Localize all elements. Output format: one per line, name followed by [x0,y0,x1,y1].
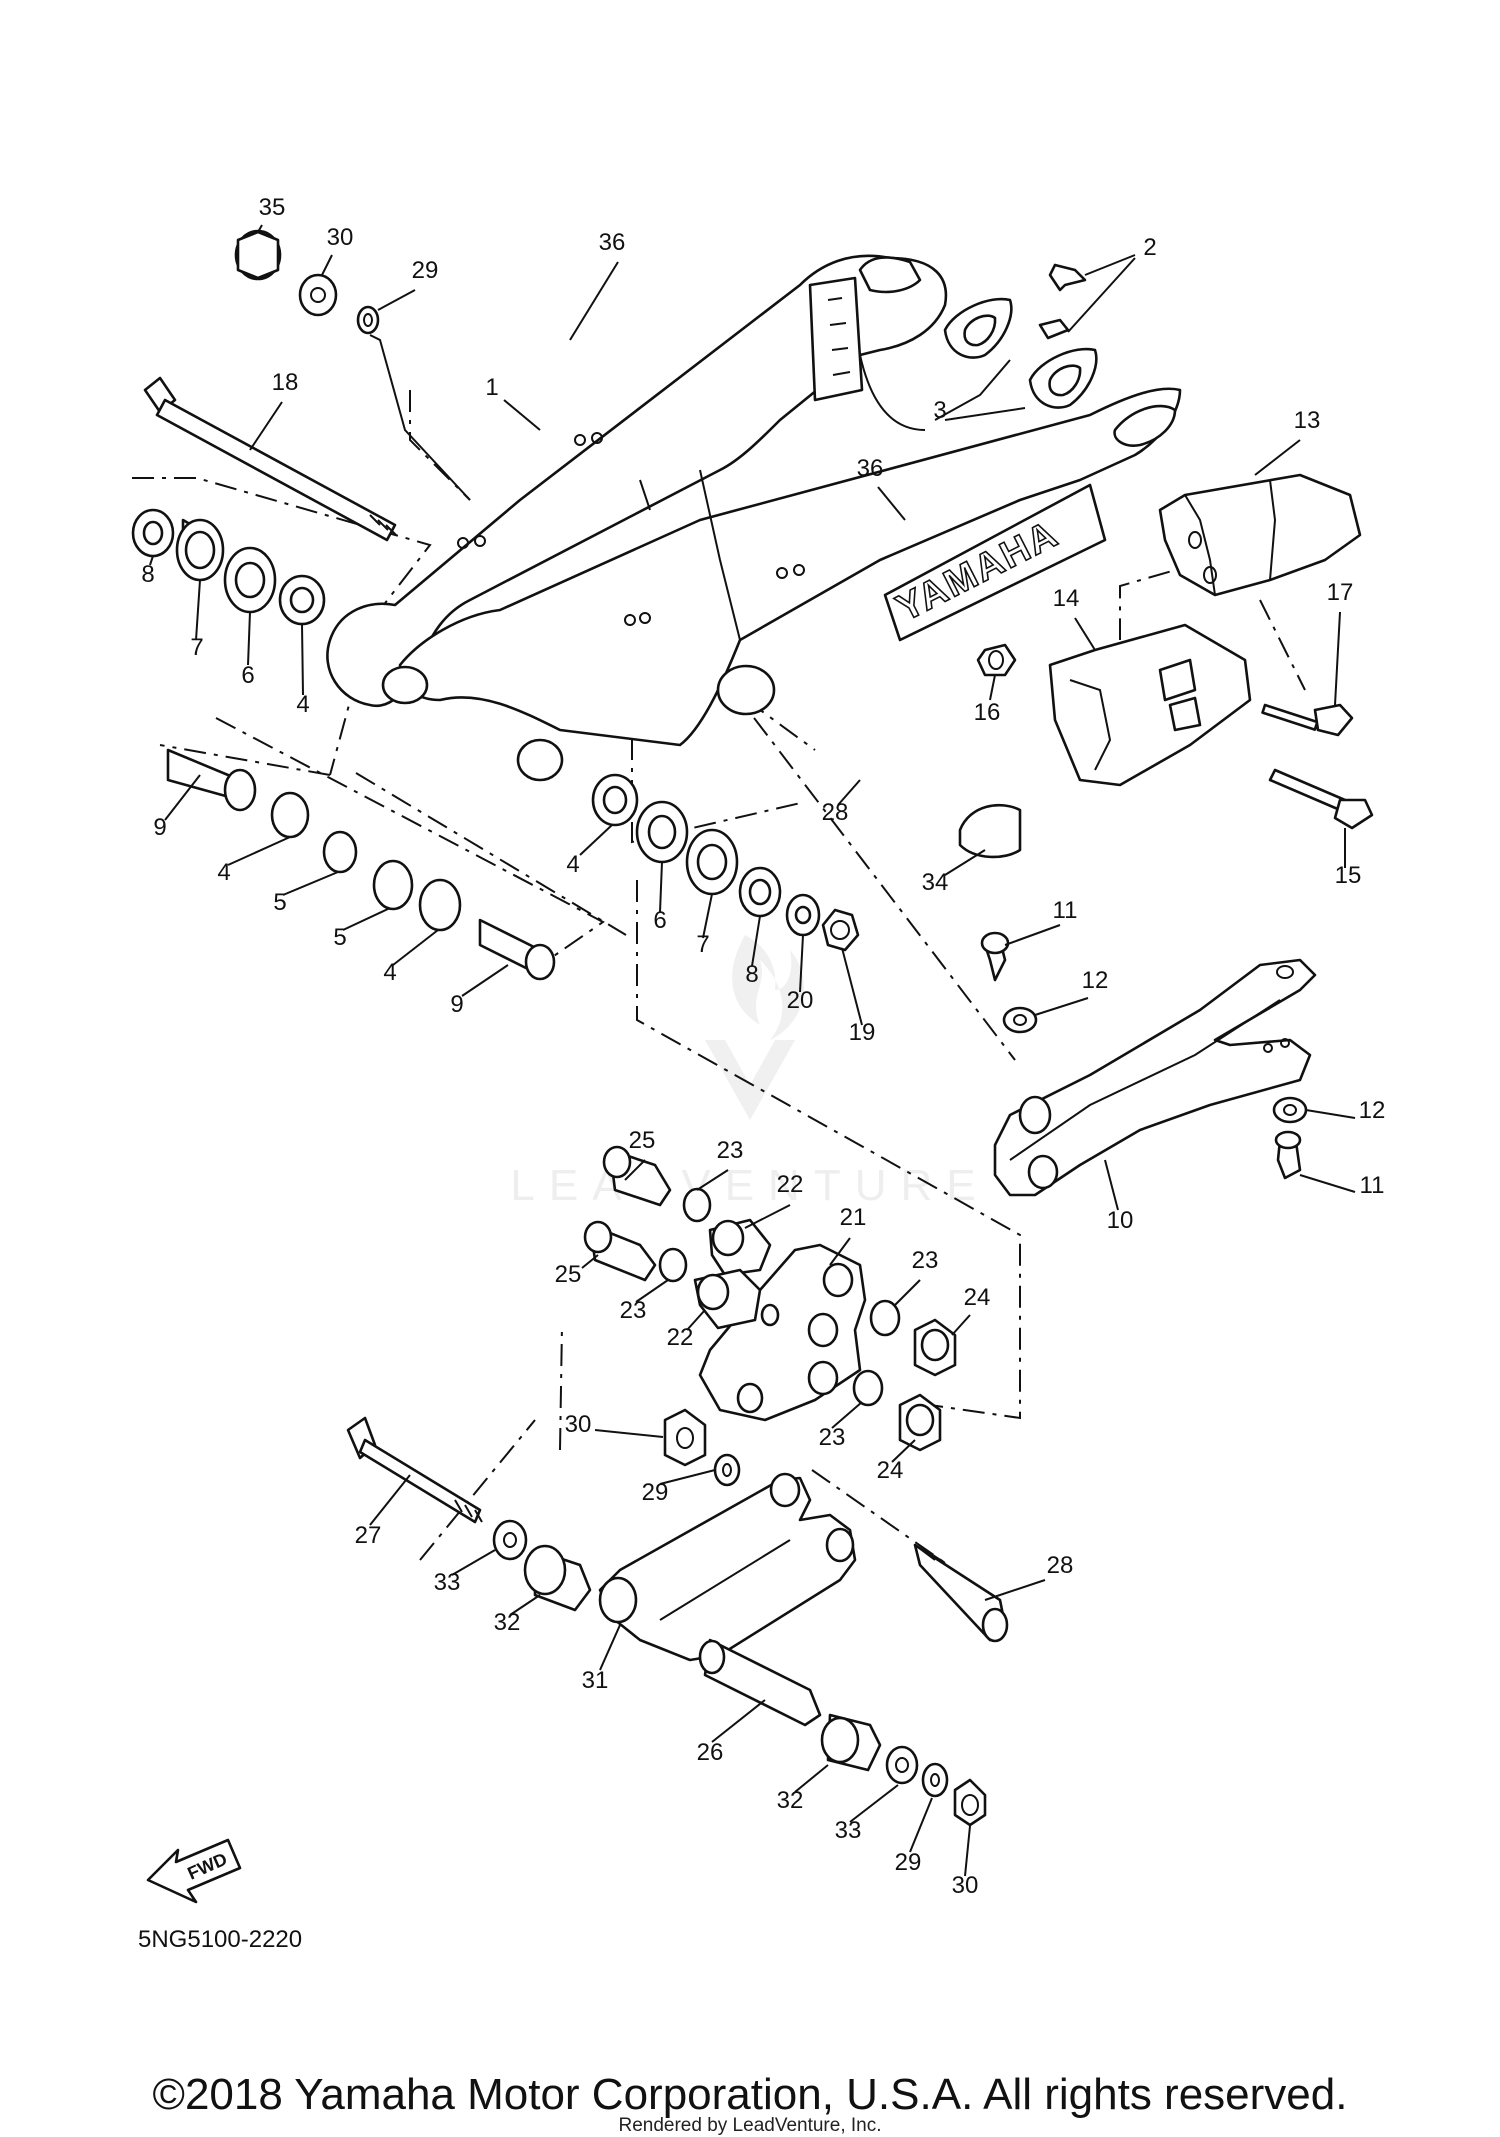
part-callout-18: 18 [272,369,299,396]
part-callout-4: 4 [383,959,396,986]
part-callout-32: 32 [494,1609,521,1636]
part-callout-10: 10 [1107,1207,1134,1234]
part-callout-7: 7 [696,931,709,958]
part-callout-35: 35 [259,194,286,221]
part-callout-23: 23 [819,1424,846,1451]
torque-rod [980,931,1317,1197]
swingarm-decal [883,483,1107,642]
chain-guide-bracket [1048,623,1252,787]
part-callout-28: 28 [1047,1552,1074,1579]
part-callout-6: 6 [653,907,666,934]
pivot-bearings-right [591,773,860,952]
callout-leaders [149,224,1356,1877]
part-callout-33: 33 [434,1569,461,1596]
part-callout-32: 32 [777,1787,804,1814]
top-left-fasteners [234,229,471,501]
chain-adjuster-plates [934,254,1136,421]
part-callout-30: 30 [952,1872,979,1899]
part-callout-16: 16 [974,699,1001,726]
pivot-bearings-left [131,508,556,981]
part-callout-11: 11 [1053,897,1078,924]
part-callout-22: 22 [777,1171,804,1198]
part-callout-24: 24 [877,1457,904,1484]
part-callout-2: 2 [1143,234,1156,261]
part-callout-30: 30 [327,224,354,251]
part-callout-28: 28 [822,799,849,826]
part-callout-13: 13 [1294,407,1321,434]
part-callout-29: 29 [895,1849,922,1876]
part-callout-20: 20 [787,987,814,1014]
part-callout-21: 21 [840,1204,867,1231]
part-callout-26: 26 [697,1739,724,1766]
copyright-text: ©2018 Yamaha Motor Corporation, U.S.A. A… [152,2070,1348,2119]
part-callout-25: 25 [555,1261,582,1288]
part-callout-19: 19 [849,1019,876,1046]
part-callout-23: 23 [620,1297,647,1324]
part-callout-8: 8 [745,961,758,988]
part-callout-23: 23 [717,1137,744,1164]
part-callout-31: 31 [582,1667,609,1694]
part-callout-30: 30 [565,1411,592,1438]
part-callout-34: 34 [922,869,949,896]
pivot-shaft [143,376,397,542]
part-callout-6: 6 [241,662,254,689]
guide-bolts [958,643,1374,859]
part-callout-23: 23 [912,1247,939,1274]
part-callout-4: 4 [217,859,230,886]
part-callout-7: 7 [190,634,203,661]
watermark-text: LEADVENTURE [510,1161,989,1210]
part-callout-5: 5 [333,924,346,951]
part-callout-12: 12 [1082,967,1109,994]
part-callout-33: 33 [835,1817,862,1844]
part-callout-5: 5 [273,889,286,916]
fwd-arrow: FWD [146,1838,242,1904]
part-callout-29: 29 [642,1479,669,1506]
part-callout-25: 25 [629,1127,656,1154]
part-callout-24: 24 [964,1284,991,1311]
part-callout-15: 15 [1335,862,1362,889]
relay-arm [583,1145,957,1452]
part-callout-29: 29 [412,257,439,284]
part-callout-3: 3 [933,397,946,424]
part-callout-14: 14 [1053,585,1080,612]
assembly-guide-lines [132,390,1306,1566]
connecting-rod [346,1408,1009,1827]
part-callout-36: 36 [857,455,884,482]
diagram-code: 5NG5100-2220 [138,1926,302,1953]
rendered-by-text: Rendered by LeadVenture, Inc. [618,2115,882,2136]
part-callout-9: 9 [450,991,463,1018]
swingarm: YAMAHA [326,254,1182,782]
part-callout-22: 22 [667,1324,694,1351]
part-callout-27: 27 [355,1522,382,1549]
part-callout-4: 4 [296,691,309,718]
part-callout-1: 1 [485,374,498,401]
part-callout-9: 9 [153,814,166,841]
part-callout-12: 12 [1359,1097,1386,1124]
part-callout-4: 4 [566,851,579,878]
part-callout-36: 36 [599,229,626,256]
leadventure-watermark: LEADVENTURE [510,935,989,1210]
part-callout-11: 11 [1360,1172,1385,1199]
part-callout-8: 8 [141,561,154,588]
chain-guide [1158,473,1362,597]
part-callout-17: 17 [1327,579,1354,606]
